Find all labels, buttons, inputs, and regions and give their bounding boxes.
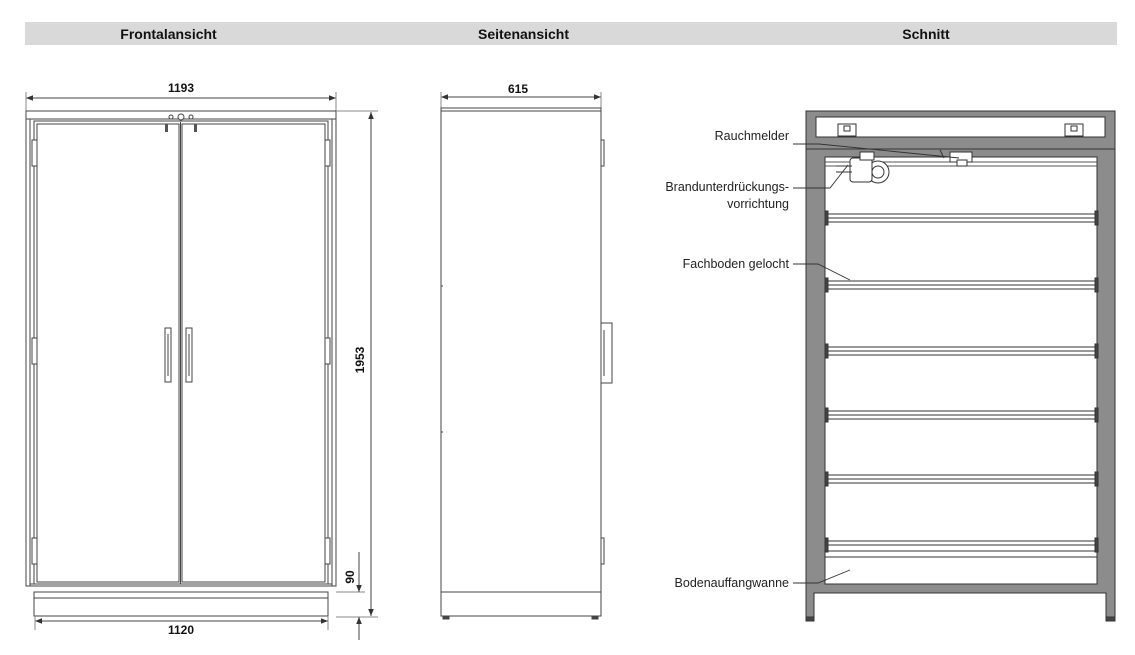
shelf: [824, 471, 1099, 487]
shelf: [824, 210, 1099, 226]
dim-front-width: 1193: [168, 81, 194, 95]
label-shelf: Fachboden gelocht: [683, 257, 790, 271]
shelf: [824, 277, 1099, 293]
shelf: [824, 407, 1099, 423]
header-section-view: Schnitt: [735, 22, 1117, 45]
lock-icon: [177, 113, 185, 121]
label-sump: Bodenauffangwanne: [675, 576, 790, 590]
bottom-sump: [824, 537, 1099, 558]
header-side-view: Seitenansicht: [312, 22, 735, 45]
label-smoke-detector: Rauchmelder: [715, 129, 789, 143]
side-cabinet-body: [440, 107, 602, 617]
side-view: [440, 92, 613, 620]
dim-height: 1953: [353, 346, 367, 373]
dim-base-height: 90: [343, 570, 357, 584]
label-suppression-line2: vorrichtung: [727, 197, 789, 211]
front-cabinet-body: [25, 110, 337, 587]
right-door: [181, 123, 326, 583]
front-plinth: [33, 591, 329, 617]
shelf: [824, 343, 1099, 359]
label-suppression-line1: Brandunterdrückungs-: [665, 180, 789, 194]
dim-front-base-width: 1120: [168, 623, 194, 637]
dim-side-depth: 615: [508, 82, 528, 96]
leader-lines: [793, 143, 960, 584]
header-front-view: Frontalansicht: [25, 22, 312, 45]
left-door: [36, 123, 180, 583]
section-body-frame: [805, 148, 1116, 618]
fire-suppression-device: [836, 151, 890, 184]
side-handle: [600, 322, 613, 384]
front-view: [25, 92, 378, 640]
section-shelves: [824, 210, 1099, 558]
section-view: [805, 110, 1116, 622]
